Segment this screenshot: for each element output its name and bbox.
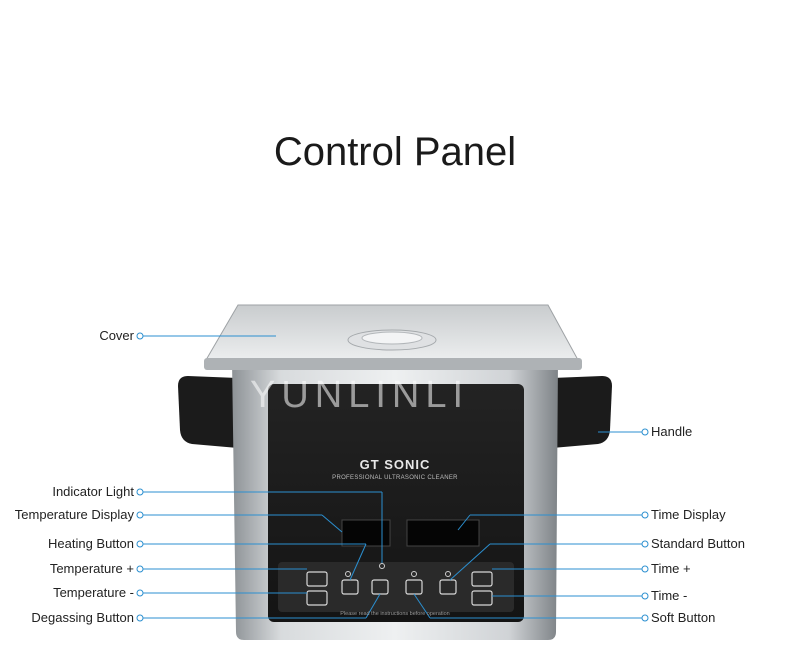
indicator-led [379, 563, 385, 569]
device-note: Please read the instructions before oper… [340, 611, 450, 617]
label-standard-button: Standard Button [651, 536, 745, 551]
temperature-display-screen [341, 519, 391, 547]
temperature-minus-btn [306, 590, 328, 606]
label-temperature-plus: Temperature + [49, 561, 134, 576]
label-time-plus: Time + [651, 561, 691, 576]
watermark: YUNLINLI [250, 374, 470, 416]
label-handle: Handle [651, 424, 693, 439]
label-cover: Cover [99, 328, 134, 343]
time-display-screen [406, 519, 480, 547]
label-degassing-button: Degassing Button [31, 610, 134, 625]
right-handle [552, 376, 612, 448]
time-plus-btn [471, 571, 493, 587]
label-indicator-light: Indicator Light [52, 484, 134, 499]
temperature-plus-btn [306, 571, 328, 587]
label-temperature-display: Temperature Display [14, 507, 134, 522]
device-subtitle: PROFESSIONAL ULTRASONIC CLEANER [332, 475, 458, 481]
time-minus-btn [471, 590, 493, 606]
page-title: Control Panel [273, 130, 517, 174]
label-temperature-minus: Temperature - [53, 585, 134, 600]
standard-btn-shape [439, 579, 457, 595]
label-soft-button: Soft Button [651, 610, 716, 625]
label-time-minus: Time - [651, 588, 688, 603]
label-heating-button: Heating Button [47, 536, 134, 551]
label-time-display: Time Display [651, 507, 726, 522]
device-brand: GT SONIC [359, 457, 431, 472]
left-handle [178, 376, 238, 448]
